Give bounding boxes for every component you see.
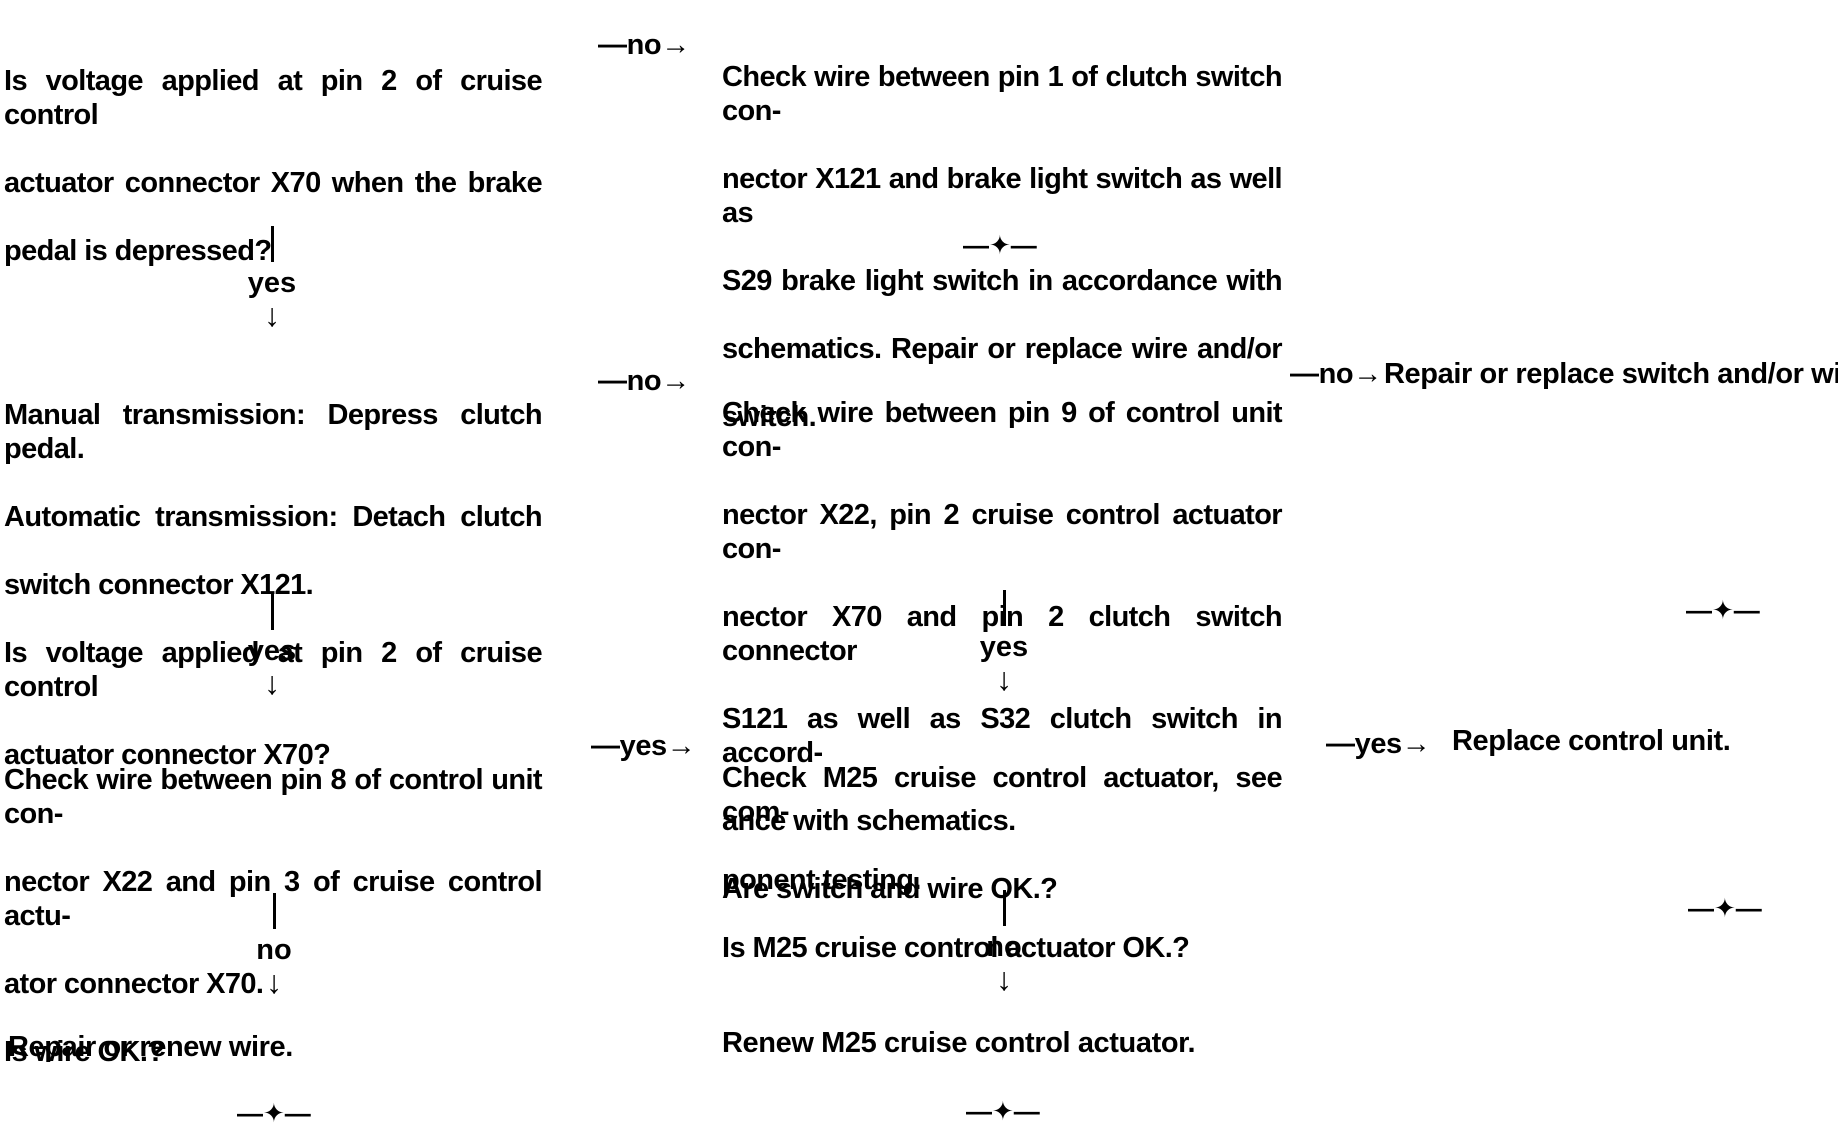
arrow-no-3: —no→: [1290, 358, 1382, 390]
step-2-line-4: Is voltage applied at pin 2 of cruise co…: [4, 637, 543, 703]
arrow-label-yes-2: yes: [247, 635, 297, 667]
step-2-line-1: Manual transmission: Depress clutch peda…: [4, 399, 543, 465]
step-2-no-no-action: Repair or replace switch and/or wire.: [1384, 358, 1838, 390]
end-marker-1: —✦—: [963, 230, 1037, 260]
arrow-down-no-1: no ↓: [234, 893, 314, 1000]
step-3-yes-line-3: Is M25 cruise control actuator OK.?: [722, 932, 1190, 964]
arrow-no-1: —no→: [598, 29, 690, 61]
arrow-shaft: [272, 893, 276, 929]
end-marker-5: —✦—: [966, 1096, 1040, 1126]
step-3-yes-action: Check M25 cruise control actuator, see c…: [722, 727, 1283, 999]
step-1-no-action: Check wire between pin 1 of clutch switc…: [722, 26, 1283, 468]
arrow-label-yes-3: yes: [979, 631, 1029, 663]
arrow-yes-2: —yes→: [1326, 728, 1431, 760]
step-1-no-line-5: switch.: [722, 401, 817, 433]
arrow-shaft: [270, 226, 274, 262]
arrow-shaft: [1002, 590, 1006, 626]
step-3-line-2: nector X22 and pin 3 of cruise control a…: [4, 866, 543, 932]
step-2-question: Manual transmission: Depress clutch peda…: [4, 364, 543, 806]
step-3-question: Check wire between pin 8 of control unit…: [4, 729, 543, 1103]
step-2-no-line-4: S121 as well as S32 clutch switch in acc…: [722, 703, 1283, 769]
step-2-line-3: switch connector X121.: [4, 569, 314, 601]
step-2-no-line-6: Are switch and wire OK.?: [722, 873, 1058, 905]
step-1-line-1: Is voltage applied at pin 2 of cruise co…: [4, 65, 543, 131]
arrow-label-yes-1: yes: [247, 267, 297, 299]
end-marker-4: —✦—: [237, 1098, 311, 1128]
step-3-yes-no-action: Renew M25 cruise control actuator.: [722, 1027, 1196, 1059]
arrow-shaft: [270, 594, 274, 630]
step-2-no-line-2: nector X22, pin 2 cruise control actuato…: [722, 499, 1283, 565]
arrow-down-no-2: no ↓: [964, 890, 1044, 997]
step-2-no-line-1: Check wire between pin 9 of control unit…: [722, 397, 1283, 463]
step-2-no-line-5: ance with schematics.: [722, 805, 1016, 837]
arrow-head-icon: ↓: [996, 961, 1012, 997]
arrow-label-no-1: no: [256, 934, 292, 966]
step-2-no-action: Check wire between pin 9 of control unit…: [722, 362, 1283, 940]
arrow-down-yes-2: yes ↓: [232, 594, 312, 701]
step-1-line-3: pedal is depressed?: [4, 235, 272, 267]
step-3-yes-line-1: Check M25 cruise control actuator, see c…: [722, 762, 1283, 828]
step-3-yes-line-2: ponent testing.: [722, 864, 921, 896]
step-1-no-line-3: S29 brake light switch in accordance wit…: [722, 265, 1283, 297]
arrow-head-icon: ↓: [264, 665, 280, 701]
step-2-line-5: actuator connector X70?: [4, 739, 331, 771]
step-1-no-line-1: Check wire between pin 1 of clutch switc…: [722, 61, 1283, 127]
arrow-shaft: [1002, 890, 1006, 926]
step-1-question: Is voltage applied at pin 2 of cruise co…: [4, 30, 543, 302]
arrow-down-yes-3: yes ↓: [964, 590, 1044, 697]
step-1-line-2: actuator connector X70 when the brake: [4, 167, 543, 199]
step-1-no-line-2: nector X121 and brake light switch as we…: [722, 163, 1283, 229]
step-3-yes-yes-action: Replace control unit.: [1452, 725, 1731, 757]
step-3-line-4: Is wire OK.?: [4, 1036, 165, 1068]
arrow-down-yes-1: yes ↓: [232, 226, 312, 333]
arrow-head-icon: ↓: [264, 297, 280, 333]
arrow-no-2: —no→: [598, 365, 690, 397]
step-3-no-action: Repair or renew wire.: [8, 1031, 293, 1063]
step-3-line-1: Check wire between pin 8 of control unit…: [4, 764, 543, 830]
arrow-yes-1: —yes→: [591, 730, 696, 762]
arrow-label-no-2: no: [986, 931, 1022, 963]
end-marker-3: —✦—: [1688, 893, 1762, 923]
end-marker-2: —✦—: [1686, 595, 1760, 625]
arrow-head-icon: ↓: [266, 964, 282, 1000]
arrow-head-icon: ↓: [996, 661, 1012, 697]
step-2-line-2: Automatic transmission: Detach clutch: [4, 501, 543, 533]
step-3-line-3: ator connector X70.: [4, 968, 264, 1000]
step-1-no-line-4: schematics. Repair or replace wire and/o…: [722, 333, 1283, 365]
